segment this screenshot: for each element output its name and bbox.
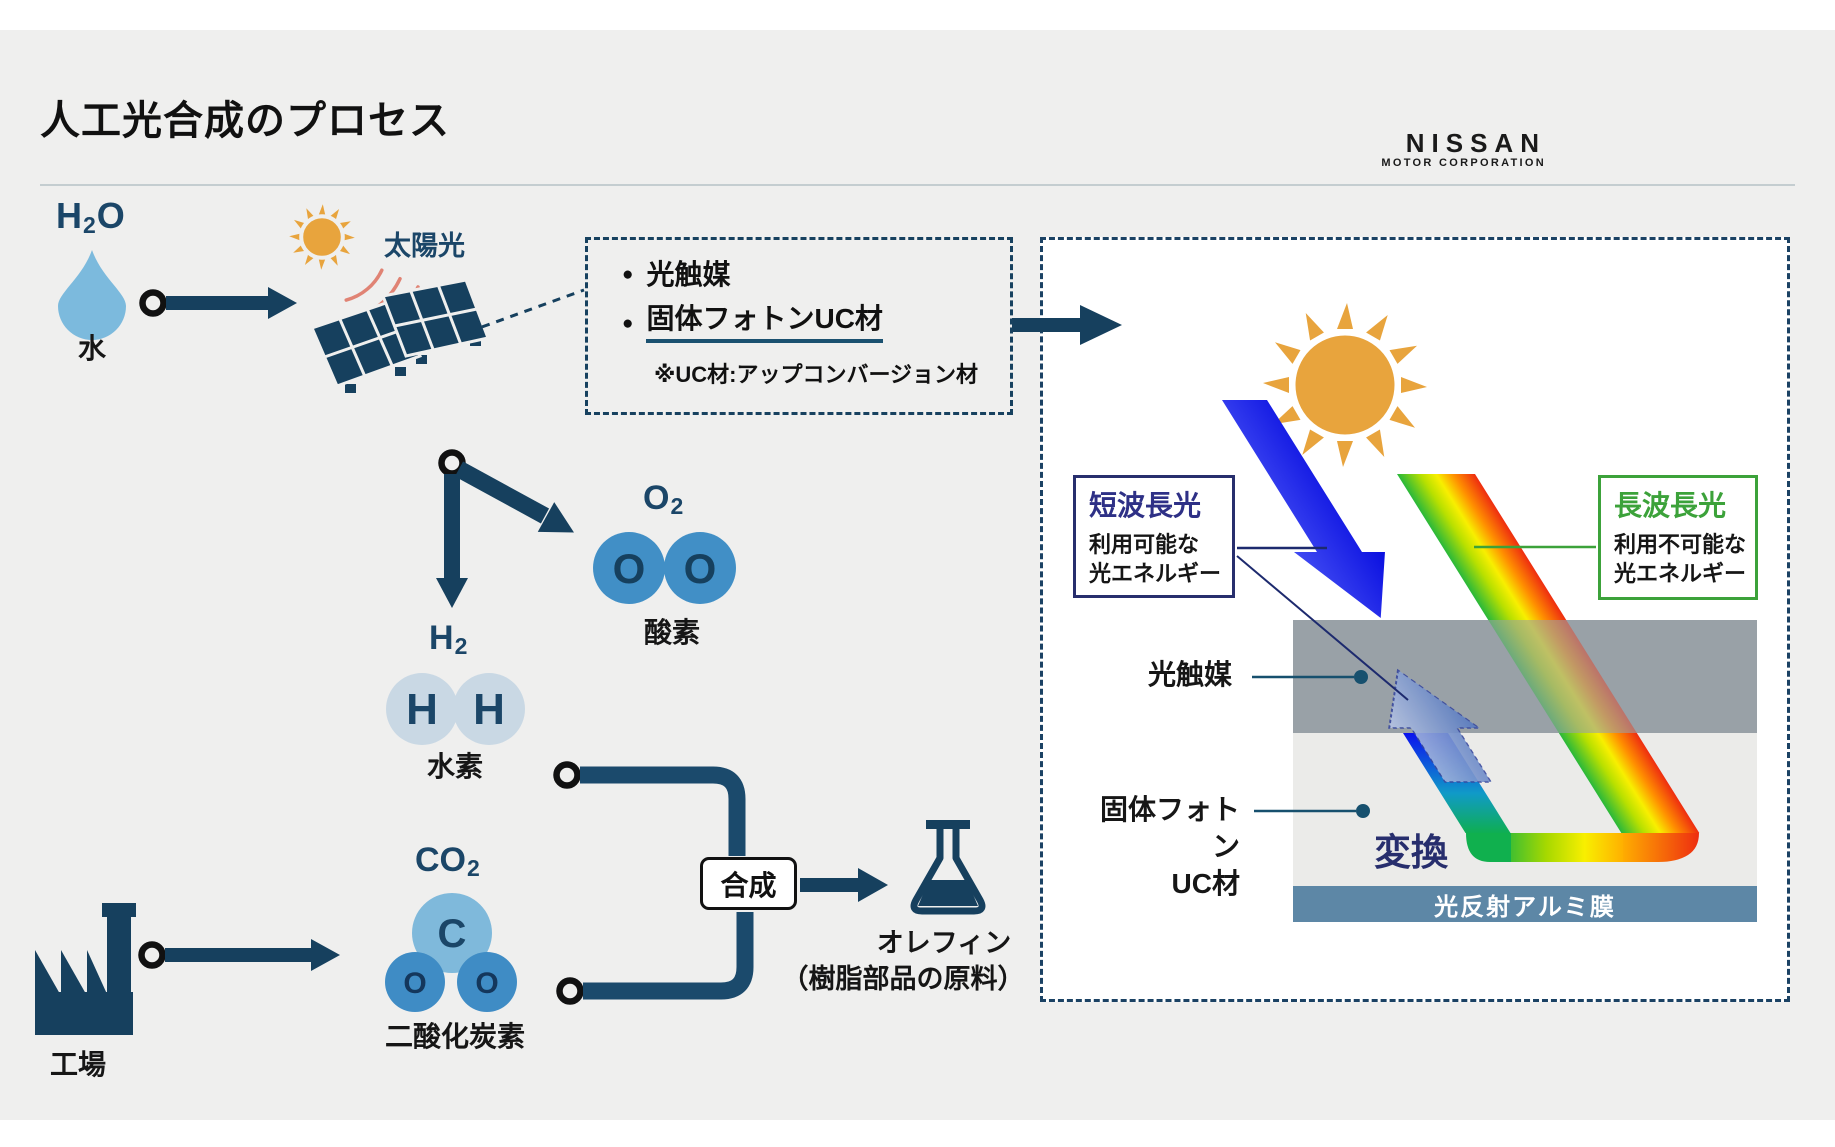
olefin-subtitle: （樹脂部品の原料）: [781, 964, 1025, 994]
short-wavelength-line1: 利用可能な: [1089, 532, 1200, 557]
materials-item-uc: ● 固体フォトンUC材: [622, 304, 1010, 343]
hydrogen-label: 水素: [426, 751, 484, 782]
co2-molecule: C O O: [385, 893, 517, 1012]
co2-main: CO: [415, 841, 466, 879]
h2o-formula: H2O: [56, 195, 125, 239]
carbon-atom: C: [438, 912, 467, 956]
short-wavelength-title: 短波長光: [1089, 490, 1202, 521]
co2-formula: CO2: [415, 842, 481, 881]
oxygen-atom-1: O: [613, 545, 646, 592]
synthesis-box: 合成: [700, 857, 797, 910]
photocatalyst-overlay: [1293, 620, 1757, 733]
h2o-tail: O: [96, 195, 125, 236]
brand-name: NISSAN: [1405, 128, 1546, 158]
water-drop-icon: [58, 250, 126, 340]
hydrogen-atom-1: H: [406, 685, 438, 734]
o2-main: O: [643, 479, 670, 517]
arrow-materials-to-panel: [1012, 305, 1122, 345]
o2-formula: O2: [643, 480, 684, 519]
reflected-beam-horizontal: [1495, 833, 1623, 862]
h2o-sub: 2: [83, 212, 96, 238]
h2-sub: 2: [454, 633, 468, 659]
pipe-co2: [556, 912, 754, 1005]
page-title: 人工光合成のプロセス: [40, 99, 450, 143]
conversion-label: 変換: [1374, 832, 1448, 873]
long-wavelength-title: 長波長光: [1614, 490, 1727, 521]
factory-label: 工場: [49, 1049, 107, 1080]
h2-formula: H2: [429, 620, 468, 659]
materials-item-photocatalyst: ● 光触媒: [622, 260, 1010, 290]
uc-material-line2: UC材: [1171, 868, 1240, 899]
materials-item2-label: 固体フォトンUC材: [646, 304, 883, 343]
sunlight-label: 太陽光: [384, 231, 465, 261]
uc-material-label: 固体フォトン UC材: [1080, 791, 1240, 902]
long-wavelength-line2: 光エネルギー: [1614, 561, 1747, 586]
arrow-water-to-solar: [139, 287, 297, 319]
photocatalyst-label: 光触媒: [1148, 659, 1233, 690]
reflective-film-band: [1293, 886, 1757, 922]
reflective-film-label: 光反射アルミ膜: [1434, 893, 1616, 921]
leader-upconversion: [1236, 555, 1409, 701]
co2-oxygen-atom-1: O: [403, 967, 426, 1000]
leader-panel-to-materials: [467, 288, 585, 334]
oxygen-label: 酸素: [643, 617, 701, 648]
branch-arrows: [436, 449, 574, 608]
arrow-synthesis-to-flask: [800, 868, 888, 902]
pipe-hydrogen: [553, 761, 746, 856]
leader-uc-material: [1254, 804, 1370, 818]
h2-main: H: [429, 619, 454, 657]
oxygen-molecule: O O: [593, 532, 736, 604]
olefin-label: オレフィン: [876, 928, 1012, 958]
brand-subname: MOTOR CORPORATION: [1381, 157, 1546, 169]
o2-sub: 2: [670, 493, 684, 519]
short-wavelength-arrow: [1222, 400, 1385, 618]
short-wavelength-box: 短波長光 利用可能な 光エネルギー: [1073, 475, 1235, 598]
materials-note: ※UC材:アップコンバージョン材: [654, 362, 979, 387]
bullet-icon: ●: [622, 264, 634, 285]
factory-icon: [35, 903, 136, 1035]
reflected-beam-corner: [1466, 833, 1511, 862]
co2-label: 二酸化炭素: [384, 1021, 526, 1052]
hydrogen-molecule: H H: [386, 673, 525, 745]
upconversion-arrow: [1388, 668, 1493, 783]
co2-oxygen-atom-2: O: [475, 967, 498, 1000]
sun-large-icon: [1263, 303, 1427, 467]
h2o-main: H: [56, 195, 82, 236]
short-wavelength-line2: 光エネルギー: [1089, 561, 1222, 586]
materials-box: ● 光触媒 ● 固体フォトンUC材 ※UC材:アップコンバージョン材: [585, 237, 1013, 415]
title-divider: [40, 184, 1795, 186]
solar-panel-icon: [309, 278, 491, 393]
hydrogen-atom-2: H: [473, 685, 505, 734]
water-label: 水: [77, 333, 107, 364]
leader-photocatalyst: [1252, 670, 1368, 684]
brand-logo: NISSAN MOTOR CORPORATION: [1381, 130, 1546, 171]
long-wavelength-line1: 利用不可能な: [1614, 532, 1747, 557]
bullet-icon: ●: [622, 312, 634, 334]
co2-sub: 2: [467, 855, 480, 881]
long-wavelength-box: 長波長光 利用不可能な 光エネルギー: [1598, 475, 1758, 600]
oxygen-atom-2: O: [684, 545, 717, 592]
flask-icon: [910, 820, 986, 915]
materials-item1-label: 光触媒: [646, 259, 731, 290]
uc-material-line1: 固体フォトン: [1099, 794, 1240, 862]
upconverted-beam-shaft: [1403, 733, 1511, 833]
arrow-factory-to-co2: [138, 939, 340, 971]
